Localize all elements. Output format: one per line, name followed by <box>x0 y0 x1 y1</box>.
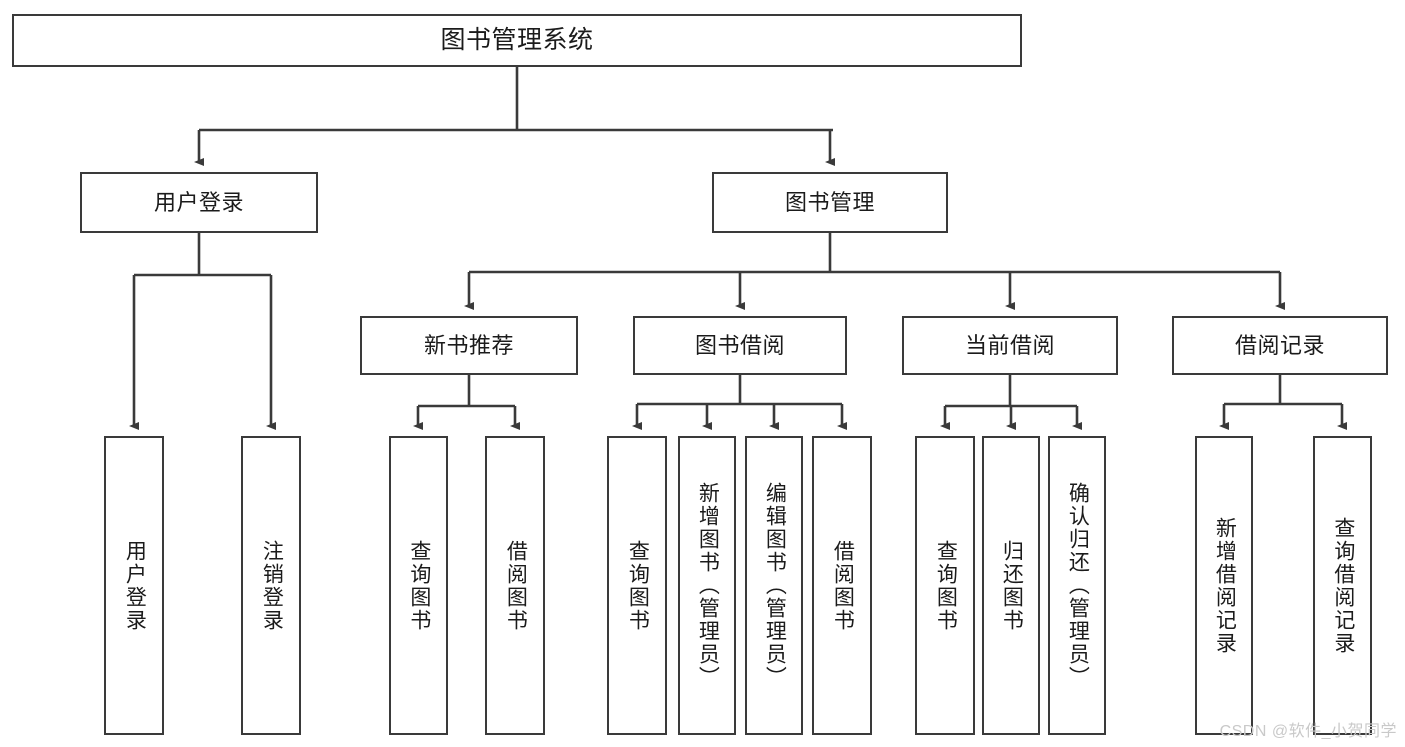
node-new-book-rec[interactable]: 新书推荐 <box>360 316 578 375</box>
leaf-add-record-label: 新增借阅记录 <box>1213 516 1237 655</box>
node-current-borrow-label: 当前借阅 <box>964 332 1055 358</box>
leaf-query-book-rec[interactable]: 查询图书 <box>389 436 448 735</box>
node-user-login-label: 用户登录 <box>153 189 244 215</box>
leaf-query-record-label: 查询借阅记录 <box>1331 516 1355 655</box>
leaf-borrow-book-rec-label: 借阅图书 <box>504 539 528 632</box>
leaf-confirm-return[interactable]: 确认归还（管理员） <box>1048 436 1106 735</box>
leaf-query-record[interactable]: 查询借阅记录 <box>1313 436 1372 735</box>
leaf-logout-label: 注销登录 <box>260 539 284 632</box>
leaf-add-book-label: 新增图书（管理员） <box>696 482 720 689</box>
leaf-query-book-borrow[interactable]: 查询图书 <box>607 436 667 735</box>
node-user-login[interactable]: 用户登录 <box>80 172 318 233</box>
node-book-borrow[interactable]: 图书借阅 <box>633 316 847 375</box>
leaf-borrow-book-rec[interactable]: 借阅图书 <box>485 436 545 735</box>
node-borrow-record-label: 借阅记录 <box>1234 332 1325 358</box>
node-root-label: 图书管理系统 <box>440 25 594 54</box>
leaf-borrow-book[interactable]: 借阅图书 <box>812 436 872 735</box>
node-current-borrow[interactable]: 当前借阅 <box>902 316 1118 375</box>
node-root[interactable]: 图书管理系统 <box>12 14 1022 67</box>
leaf-query-book-rec-label: 查询图书 <box>407 539 431 632</box>
node-book-manage[interactable]: 图书管理 <box>712 172 948 233</box>
leaf-confirm-return-label: 确认归还（管理员） <box>1066 482 1090 689</box>
node-new-book-rec-label: 新书推荐 <box>423 332 514 358</box>
node-book-borrow-label: 图书借阅 <box>694 332 785 358</box>
leaf-logout[interactable]: 注销登录 <box>241 436 301 735</box>
leaf-add-record[interactable]: 新增借阅记录 <box>1195 436 1253 735</box>
node-borrow-record[interactable]: 借阅记录 <box>1172 316 1388 375</box>
leaf-query-book-current[interactable]: 查询图书 <box>915 436 975 735</box>
leaf-add-book[interactable]: 新增图书（管理员） <box>678 436 736 735</box>
leaf-return-book[interactable]: 归还图书 <box>982 436 1040 735</box>
leaf-query-book-borrow-label: 查询图书 <box>626 539 650 632</box>
node-book-manage-label: 图书管理 <box>784 189 875 215</box>
leaf-user-login-label: 用户登录 <box>123 539 147 632</box>
leaf-query-book-current-label: 查询图书 <box>934 539 958 632</box>
leaf-edit-book-label: 编辑图书（管理员） <box>763 482 787 689</box>
leaf-edit-book[interactable]: 编辑图书（管理员） <box>745 436 803 735</box>
leaf-user-login[interactable]: 用户登录 <box>104 436 164 735</box>
leaf-return-book-label: 归还图书 <box>1000 539 1024 632</box>
leaf-borrow-book-label: 借阅图书 <box>831 539 855 632</box>
